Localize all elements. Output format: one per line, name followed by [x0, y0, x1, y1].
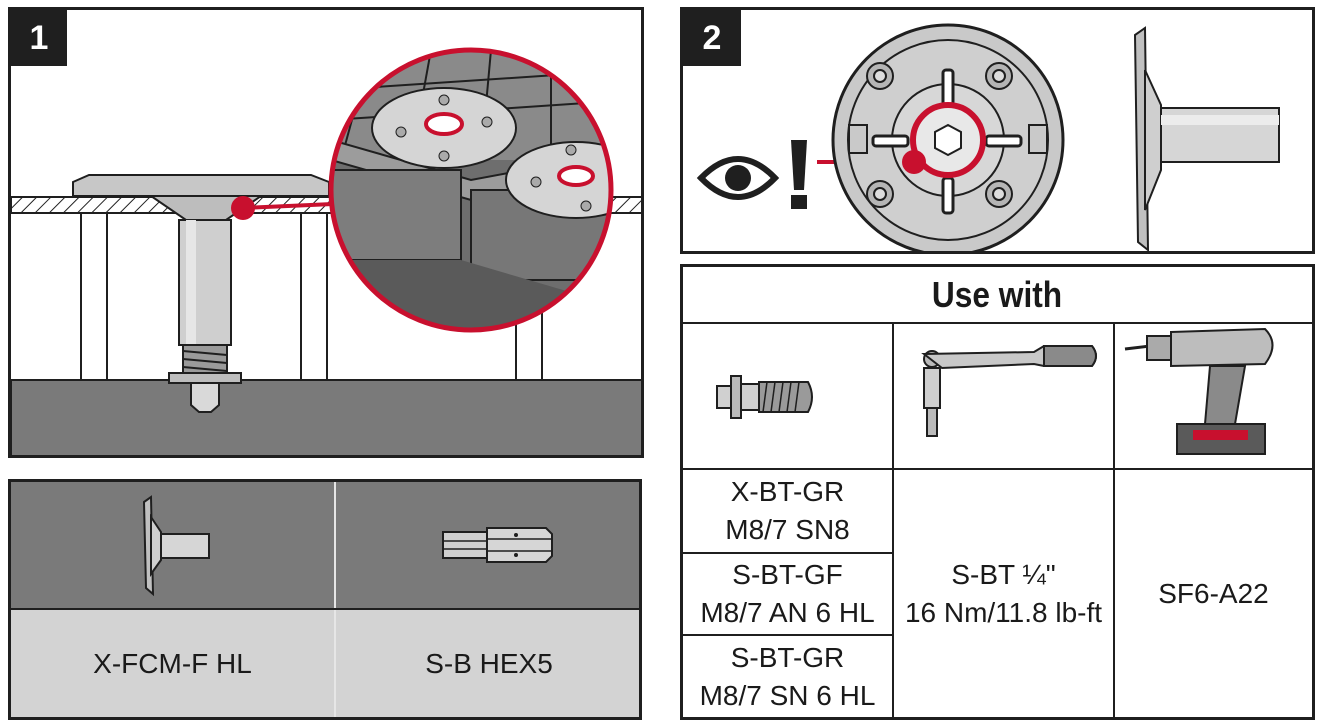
tool-label-1: X-FCM-F HL	[93, 647, 252, 679]
step-2-illustration	[696, 23, 1280, 251]
fastener-3-line2: M8/7 SN 6 HL	[699, 679, 876, 711]
tool-label-cell-2: S-B HEX5	[336, 610, 639, 717]
ground-slab	[11, 379, 641, 455]
use-with-title: Use with	[932, 273, 1063, 315]
step-2-badge: 2	[683, 10, 741, 66]
tools-table: X-FCM-F HL S-B HEX5	[8, 479, 642, 720]
fastener-1-line1: X-BT-GR	[730, 476, 845, 507]
fastener-cell-3: S-BT-GR M8/7 SN 6 HL	[683, 636, 892, 717]
exclamation-icon	[791, 140, 807, 209]
tool-spec-cell: SF6-A22	[1115, 470, 1312, 717]
disc-top-view-icon	[831, 23, 1065, 251]
fastener-cell-1: X-BT-GR M8/7 SN8	[683, 470, 892, 552]
fastener-2-line1: S-BT-GF	[732, 559, 843, 590]
disc-side-view-icon	[1133, 26, 1280, 251]
step-2-panel: 2	[680, 7, 1315, 254]
angle-screwdriver-icon	[921, 345, 1097, 437]
use-with-table: Use with	[680, 264, 1315, 720]
bit-spec-line1: S-BT ¼"	[951, 558, 1056, 590]
tool-label-2: S-B HEX5	[425, 647, 553, 679]
hex-bit-icon	[442, 527, 553, 563]
tool-image-cell-1	[11, 482, 334, 608]
eye-icon	[696, 156, 780, 200]
stud-thread	[182, 344, 228, 376]
fixing-disc	[72, 174, 330, 197]
step-1-number: 1	[29, 18, 49, 57]
fastener-2-line2: M8/7 AN 6 HL	[700, 597, 875, 628]
tool-label-cell-1: X-FCM-F HL	[11, 610, 334, 717]
tool-spec-label: SF6-A22	[1158, 577, 1269, 609]
fastener-3-line1: S-BT-GR	[730, 641, 845, 673]
step-1-illustration	[11, 47, 641, 455]
threaded-stud-icon	[716, 375, 813, 419]
fastener-1-line2: M8/7 SN8	[725, 514, 850, 545]
step-1-panel: 1	[8, 7, 644, 458]
bit-spec-line2: 16 Nm/11.8 lb-ft	[904, 596, 1103, 628]
bit-image-cell	[894, 324, 1113, 468]
fastener-cell-2: S-BT-GF M8/7 AN 6 HL	[683, 554, 892, 634]
fastener-image-cell	[683, 324, 892, 468]
step-2-number: 2	[702, 18, 722, 57]
drill-image-cell	[1115, 324, 1312, 468]
cordless-drill-icon	[1124, 327, 1274, 455]
tool-image-cell-2	[336, 482, 639, 608]
bit-spec-cell: S-BT ¼" 16 Nm/11.8 lb-ft	[894, 470, 1113, 717]
fixing-disc-icon	[142, 495, 210, 597]
step-1-badge: 1	[11, 10, 67, 66]
use-with-header: Use with	[683, 267, 1312, 322]
